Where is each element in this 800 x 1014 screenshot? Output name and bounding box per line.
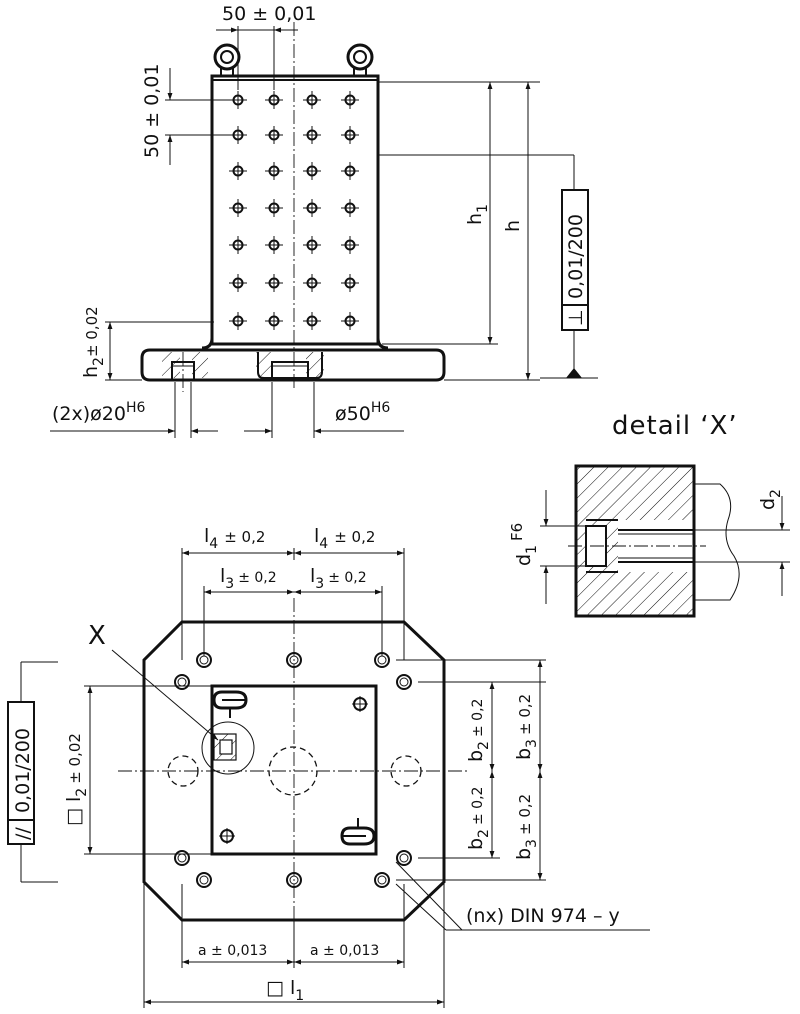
base-hole-set: [174, 652, 412, 888]
h2-label: h2± 0,02: [80, 306, 107, 378]
bushing-center: [256, 352, 324, 379]
detail-x: detail ‘X’ d1F6 d2: [508, 411, 790, 618]
front-view: 50 ± 0,01 50 ± 0,01 h1 h ⊥ 0,01/200: [50, 3, 598, 438]
d1-label: d1F6: [508, 523, 540, 566]
tapped-hole-icon: [265, 162, 283, 180]
bore-left-label: (2x)ø20H6: [52, 400, 145, 425]
tapped-hole-icon: [303, 126, 321, 144]
tapped-hole-icon: [303, 91, 321, 109]
detail-title: detail ‘X’: [612, 411, 738, 441]
right-eye-bolt: [346, 43, 374, 76]
top-view: X l4± 0,2 l4± 0,2 l3± 0,2 l3± 0,2 □ l2± …: [7, 525, 650, 1008]
eye-bolt-top-2: [340, 818, 376, 846]
tapped-hole-icon: [303, 312, 321, 330]
perp-tol-value: 0,01/200: [565, 214, 587, 299]
tapped-hole-icon: [265, 236, 283, 254]
parallelism-frame: // 0,01/200: [7, 701, 35, 845]
bushing-hole-icon: [396, 850, 412, 866]
tapped-hole-icon: [341, 312, 359, 330]
tapped-hole-icon: [303, 199, 321, 217]
tapped-hole-icon: [229, 162, 247, 180]
column-body: [210, 74, 380, 346]
l1-label: □ l1: [266, 977, 304, 1004]
bore-center-label: ø50H6: [335, 400, 390, 425]
par-tol-value: 0,01/200: [12, 728, 34, 813]
b2-lower-label: b2± 0,2: [465, 787, 492, 850]
tapped-hole-icon: [303, 236, 321, 254]
tapped-hole-icon: [341, 126, 359, 144]
perp-tol-symbol: ⊥: [565, 309, 587, 326]
tapped-hole-icon: [229, 312, 247, 330]
par-tol-symbol: //: [12, 827, 34, 840]
tapped-hole-icon: [265, 312, 283, 330]
tapped-hole-icon: [265, 126, 283, 144]
bushing-hole-icon: [174, 674, 190, 690]
l2-label: □ l2± 0,02: [63, 733, 90, 826]
bushing-hole-icon: [286, 872, 302, 888]
b3-lower-label: b3± 0,2: [513, 794, 540, 860]
left-eye-bolt: [213, 43, 241, 76]
tapped-hole-icon: [341, 199, 359, 217]
bushing-hole-icon: [396, 674, 412, 690]
tapped-hole-icon: [303, 274, 321, 292]
bushing-hole-icon: [196, 872, 212, 888]
l3-right-label: l3± 0,2: [310, 565, 367, 592]
bushing-hole-icon: [174, 850, 190, 866]
x-mark: X: [88, 621, 107, 651]
din-note: (nx) DIN 974 – y: [466, 905, 620, 927]
tapped-hole-icon: [303, 162, 321, 180]
l4-right-label: l4± 0,2: [314, 525, 375, 552]
column-cross-hole-2: [219, 828, 235, 844]
column-cross-hole-1: [352, 696, 368, 712]
bushing-left: [162, 352, 208, 381]
tapped-hole-icon: [341, 91, 359, 109]
perpendicularity-frame: ⊥ 0,01/200: [561, 189, 589, 331]
bushing-hole-icon: [374, 872, 390, 888]
tapped-hole-icon: [229, 199, 247, 217]
h1-label: h1: [464, 204, 491, 225]
eye-bolt-top-1: [212, 690, 248, 718]
tapped-hole-icon: [265, 274, 283, 292]
tapped-hole-icon: [341, 274, 359, 292]
base-plate: [140, 348, 446, 382]
tapped-hole-icon: [229, 236, 247, 254]
l4-left-label: l4± 0,2: [204, 525, 265, 552]
bushing-hole-icon: [286, 652, 302, 668]
tapped-hole-icon: [265, 199, 283, 217]
tapped-hole-icon: [265, 91, 283, 109]
tapped-hole-icon: [341, 162, 359, 180]
l3-left-label: l3± 0,2: [220, 565, 277, 592]
h-label: h: [502, 220, 524, 232]
vertical-pitch-label: 50 ± 0,01: [141, 64, 163, 158]
a-left-label: a ± 0,013: [198, 943, 267, 959]
tapped-hole-icon: [229, 274, 247, 292]
b3-upper-label: b3± 0,2: [513, 694, 540, 760]
d2-label: d2: [757, 489, 784, 510]
tapped-hole-icon: [341, 236, 359, 254]
a-right-label: a ± 0,013: [310, 943, 379, 959]
b2-upper-label: b2± 0,2: [465, 699, 492, 762]
top-pitch-label: 50 ± 0,01: [222, 3, 316, 25]
